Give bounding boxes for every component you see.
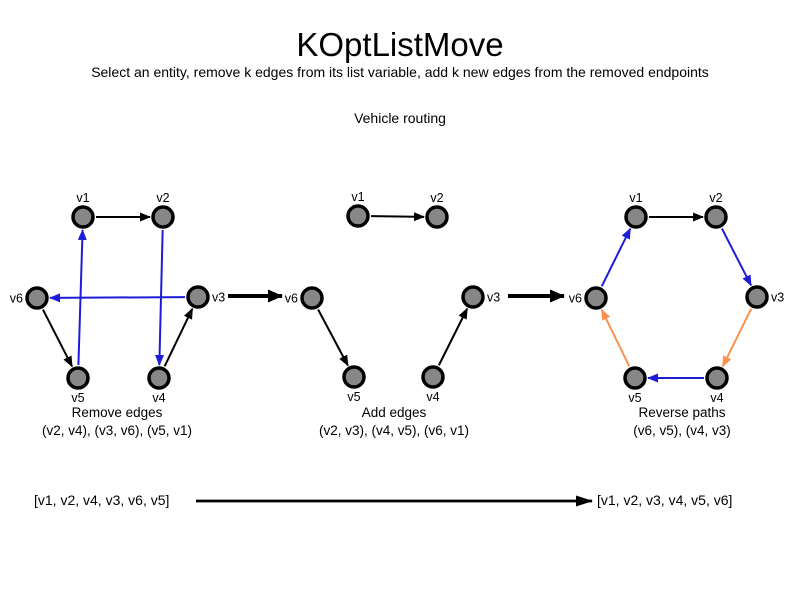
node-v1 — [346, 204, 370, 228]
node-v5 — [66, 366, 90, 390]
node-label-v1: v1 — [76, 191, 89, 205]
node-v3 — [461, 285, 485, 309]
node-v4 — [147, 366, 171, 390]
node-label-v3: v3 — [212, 291, 225, 305]
node-v4 — [705, 366, 729, 390]
node-label-v5: v5 — [628, 391, 641, 405]
edge-v3-v4 — [721, 308, 753, 368]
node-label-v6: v6 — [569, 292, 582, 306]
list-after: [v1, v2, v3, v4, v5, v6] — [597, 492, 733, 508]
node-label-v6: v6 — [285, 292, 298, 306]
node-label-v5: v5 — [347, 390, 360, 404]
node-label-v3: v3 — [487, 291, 500, 305]
node-label-v6: v6 — [10, 292, 23, 306]
edge-v6-v1 — [600, 227, 632, 287]
caption-title: Remove edges — [71, 405, 163, 420]
node-label-v4: v4 — [710, 391, 723, 405]
caption-add-edges: Add edges (v2, v3), (v4, v5), (v6, v1) — [319, 404, 469, 440]
node-v6 — [300, 286, 324, 310]
node-v3 — [186, 285, 210, 309]
edge-v4-v3 — [163, 307, 194, 367]
node-v6 — [584, 286, 608, 310]
node-label-v5: v5 — [71, 391, 84, 405]
context-label: Vehicle routing — [354, 110, 446, 126]
node-v4 — [421, 365, 445, 389]
edge-v2-v3 — [721, 228, 752, 287]
edge-v3-v6 — [48, 293, 186, 303]
node-v5 — [623, 366, 647, 390]
node-label-v2: v2 — [430, 191, 443, 205]
edge-v6-v5 — [42, 309, 73, 368]
edge-v5-v1 — [77, 228, 87, 366]
node-label-v2: v2 — [156, 191, 169, 205]
node-v6 — [25, 286, 49, 310]
node-label-v1: v1 — [351, 190, 364, 204]
edge-v6-v5 — [317, 309, 349, 367]
caption-remove-edges: Remove edges (v2, v4), (v3, v6), (v5, v1… — [42, 404, 192, 440]
edge-v5-v6 — [600, 308, 631, 367]
node-label-v3: v3 — [771, 291, 784, 305]
node-v5 — [342, 365, 366, 389]
node-v3 — [745, 285, 769, 309]
node-label-v4: v4 — [152, 391, 165, 405]
node-label-v4: v4 — [426, 390, 439, 404]
node-v2 — [704, 205, 728, 229]
list-before: [v1, v2, v4, v3, v6, v5] — [34, 492, 170, 508]
page-subtitle: Select an entity, remove k edges from it… — [91, 64, 709, 80]
edge-v1-v2 — [370, 212, 426, 222]
edge-v4-v3 — [437, 307, 469, 366]
node-label-v1: v1 — [629, 191, 642, 205]
node-v1 — [624, 205, 648, 229]
caption-detail: (v2, v4), (v3, v6), (v5, v1) — [41, 423, 193, 438]
caption-title: Reverse paths — [638, 405, 726, 420]
page-title: KOptListMove — [296, 26, 504, 63]
node-v1 — [71, 205, 95, 229]
node-v2 — [425, 205, 449, 229]
caption-detail: (v6, v5), (v4, v3) — [633, 423, 731, 438]
caption-title: Add edges — [361, 405, 427, 420]
caption-reverse-paths: Reverse paths (v6, v5), (v4, v3) — [633, 404, 731, 440]
caption-detail: (v2, v3), (v4, v5), (v6, v1) — [318, 423, 470, 438]
node-v2 — [151, 205, 175, 229]
node-label-v2: v2 — [709, 191, 722, 205]
